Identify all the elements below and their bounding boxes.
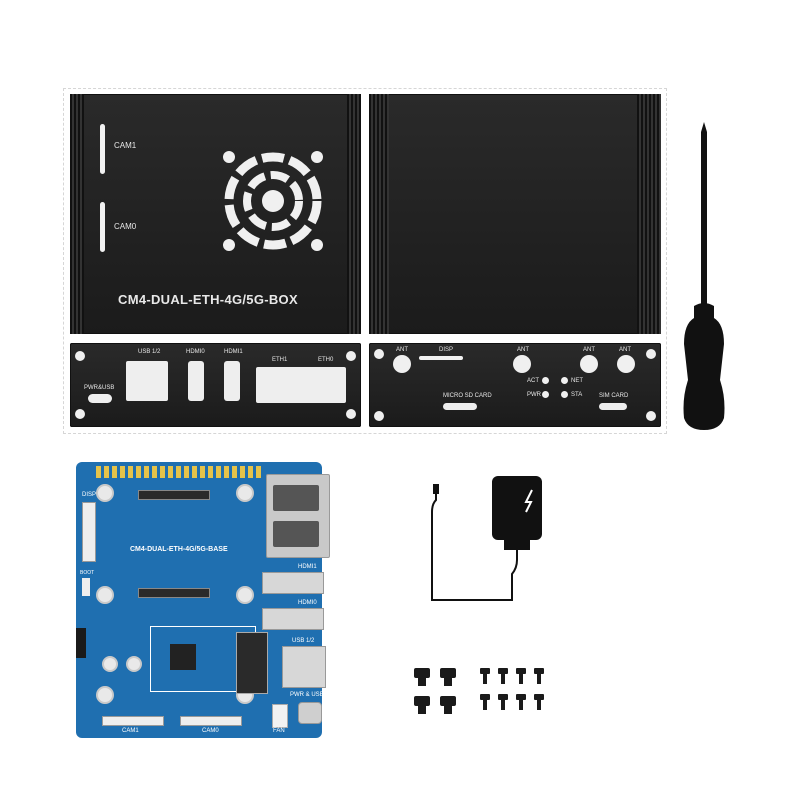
ant-label: ANT <box>619 347 631 353</box>
power-adapter-icon <box>431 476 542 601</box>
led-connector <box>76 628 86 658</box>
pwr-led-label: PWR <box>527 392 541 398</box>
cm4-connector <box>138 588 210 598</box>
cam0-connector <box>180 716 242 726</box>
board-hdmi0-label: HDMI0 <box>298 600 317 606</box>
mounting-hole <box>236 586 254 604</box>
fan-connector <box>272 704 288 728</box>
microsd-label: MICRO SD CARD <box>443 393 492 399</box>
screw-hole <box>75 409 85 419</box>
base-board: DISP CM4-DUAL-ETH-4G/5G-BASE BOOT HDMI1 … <box>76 462 330 738</box>
mounting-hole <box>102 656 118 672</box>
disp-connector <box>82 502 96 562</box>
rear-antenna-panel: ANT DISP ANT ANT ANT ACT NET PWR STA MIC… <box>369 343 661 427</box>
ethernet-port-opening <box>256 367 346 403</box>
board-pwr-label: PWR & USB <box>290 692 324 698</box>
usbc-port-opening <box>88 394 112 403</box>
net-label: NET <box>571 378 583 384</box>
simcard-label: SIM CARD <box>599 393 629 399</box>
board-title: CM4-DUAL-ETH-4G/5G-BASE <box>130 546 228 553</box>
cam1-connector <box>102 716 164 726</box>
screw-hole <box>75 351 85 361</box>
eth0-label: ETH0 <box>318 357 334 363</box>
boot-switch <box>82 578 90 596</box>
disp-label: DISP <box>439 347 454 353</box>
case-model-label: CM4-DUAL-ETH-4G/5G-BOX <box>118 292 298 307</box>
usb-label: USB 1/2 <box>138 349 161 355</box>
pwr-usb-label: PWR&USB <box>84 385 115 391</box>
antenna-hole <box>580 355 598 373</box>
cam1-slot <box>100 124 105 174</box>
cm4-connector <box>138 490 210 500</box>
antenna-hole <box>393 355 411 373</box>
ant-label: ANT <box>583 347 595 353</box>
sim-slot <box>599 403 627 410</box>
product-frame <box>63 88 667 434</box>
fan-grille-icon <box>223 151 323 251</box>
gpio-header <box>96 466 264 478</box>
bottom-case-cover <box>369 94 661 334</box>
board-cam0-label: CAM0 <box>202 728 219 734</box>
antenna-hole <box>513 355 531 373</box>
board-cam1-label: CAM1 <box>122 728 139 734</box>
screw-hole <box>374 411 384 421</box>
microsd-slot <box>443 403 477 410</box>
cam0-label: CAM0 <box>114 222 137 231</box>
hdmi0-port <box>262 608 324 630</box>
usb-port-opening <box>126 361 168 401</box>
ethernet-chip <box>170 644 196 670</box>
screw-hole <box>646 411 656 421</box>
standoffs-icon <box>414 668 456 714</box>
hdmi1-label: HDMI1 <box>224 349 243 355</box>
hdmi1-port <box>262 572 324 594</box>
board-usb-label: USB 1/2 <box>292 638 315 644</box>
top-case-cover: CAM1 CAM0 CM4-DUAL-ETH-4G/5G-BOX <box>70 94 361 334</box>
pwr-led-hole <box>542 391 549 398</box>
screw-hole <box>374 349 384 359</box>
boot-label: BOOT <box>80 570 95 576</box>
sta-label: STA <box>571 392 583 398</box>
mounting-hole <box>96 586 114 604</box>
ant-label: ANT <box>396 347 408 353</box>
fan-label: FAN <box>273 728 285 734</box>
screw-hole <box>346 409 356 419</box>
board-disp-label: DISP <box>82 492 97 498</box>
usb-port <box>282 646 326 688</box>
act-led-hole <box>542 377 549 384</box>
usbc-port <box>298 702 322 724</box>
act-label: ACT <box>527 378 539 384</box>
mounting-hole <box>96 484 114 502</box>
board-hdmi1-label: HDMI1 <box>298 564 317 570</box>
cam0-slot <box>100 202 105 252</box>
cam1-label: CAM1 <box>114 141 137 150</box>
eth1-label: ETH1 <box>272 357 288 363</box>
hdmi1-port-opening <box>224 361 240 401</box>
screws-icon <box>480 668 544 710</box>
disp-slot <box>419 356 463 360</box>
sta-led-hole <box>561 391 568 398</box>
antenna-hole <box>617 355 635 373</box>
mounting-hole <box>126 656 142 672</box>
net-led-hole <box>561 377 568 384</box>
screw-hole <box>646 349 656 359</box>
screwdriver-icon <box>683 122 725 430</box>
screw-hole <box>346 351 356 361</box>
front-io-panel: USB 1/2 HDMI0 HDMI1 ETH1 ETH0 PWR&USB <box>70 343 361 427</box>
mounting-hole <box>96 686 114 704</box>
hdmi0-port-opening <box>188 361 204 401</box>
sim-card-slot <box>236 632 268 694</box>
ant-label: ANT <box>517 347 529 353</box>
mounting-hole <box>236 484 254 502</box>
ethernet-jack <box>266 474 330 558</box>
hdmi0-label: HDMI0 <box>186 349 205 355</box>
